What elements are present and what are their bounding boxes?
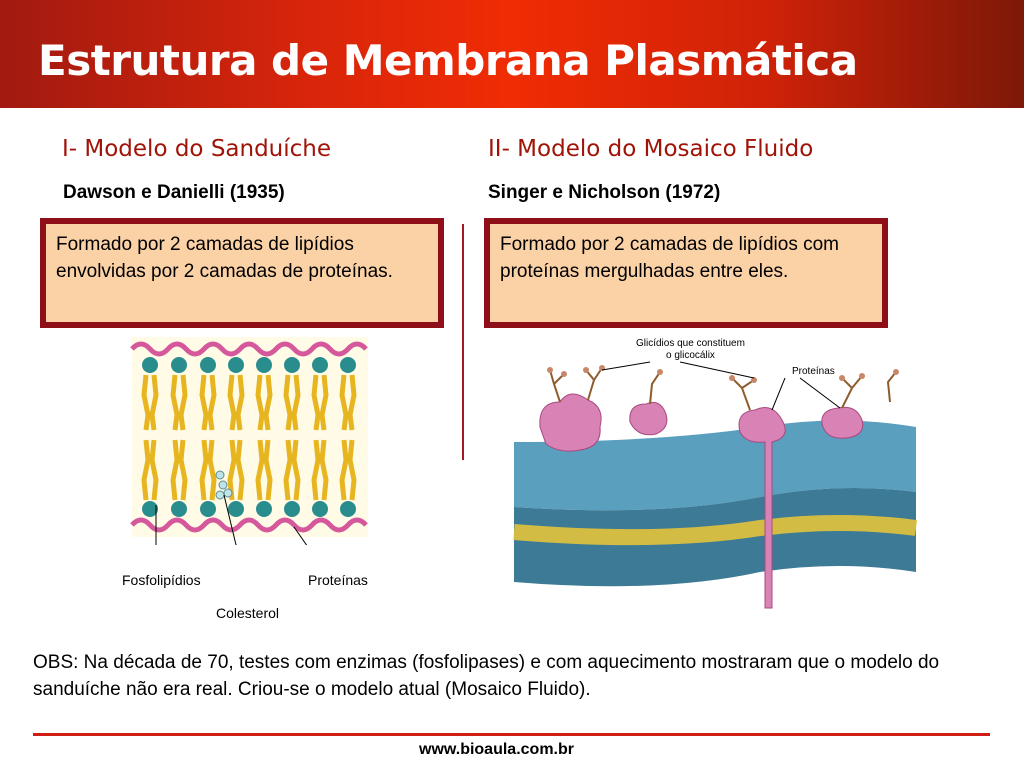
right-description-text: Formado por 2 camadas de lipídios com pr…: [500, 234, 839, 282]
lower-lipid-layer: [141, 439, 357, 517]
column-divider: [462, 224, 464, 460]
bottom-protein-layer: [130, 517, 368, 533]
fluid-mosaic-illustration: [513, 361, 918, 609]
lipid-tails: [513, 515, 918, 546]
left-section-subtitle: Dawson e Danielli (1935): [63, 182, 285, 203]
glycocalyx-chains: [549, 367, 897, 411]
label-glycocalyx: Glicídios que constituem o glicocálix: [636, 338, 745, 362]
membrane-proteins: [539, 393, 864, 609]
page-title: Estrutura de Membrana Plasmática: [38, 36, 858, 85]
observation-text: OBS: Na década de 70, testes com enzimas…: [33, 652, 940, 700]
top-protein-layer: [130, 341, 368, 357]
left-description-box: Formado por 2 camadas de lipídios envolv…: [40, 218, 444, 328]
footer-url[interactable]: www.bioaula.com.br: [419, 741, 574, 758]
glycocalyx-beads: [547, 365, 899, 383]
left-section-title: I- Modelo do Sanduíche: [62, 136, 332, 162]
cholesterol-molecule: [215, 470, 233, 500]
right-section-subtitle: Singer e Nicholson (1972): [488, 182, 721, 203]
label-proteins-left: Proteínas: [308, 572, 368, 588]
right-description-box: Formado por 2 camadas de lipídios com pr…: [484, 218, 888, 328]
label-glycocalyx-line2: o glicocálix: [666, 350, 715, 361]
upper-lipid-layer: [141, 357, 357, 431]
header-bar: Estrutura de Membrana Plasmática: [0, 0, 1024, 108]
bilayer-top-surface: [514, 420, 916, 511]
footer-rule: [33, 733, 990, 736]
label-glycocalyx-line1: Glicídios que constituem: [636, 338, 745, 349]
right-section-title: II- Modelo do Mosaico Fluido: [488, 136, 814, 162]
sandwich-background: [132, 337, 368, 537]
label-pointer-lines: [155, 494, 308, 545]
label-cholesterol: Colesterol: [216, 605, 280, 621]
label-proteins-right: Proteínas: [792, 366, 835, 377]
sandwich-model-illustration: [130, 337, 368, 545]
mosaic-pointer-lines: [601, 361, 841, 411]
left-description-text: Formado por 2 camadas de lipídios envolv…: [56, 234, 393, 282]
label-phospholipids: Fosfolipídios: [122, 572, 201, 588]
